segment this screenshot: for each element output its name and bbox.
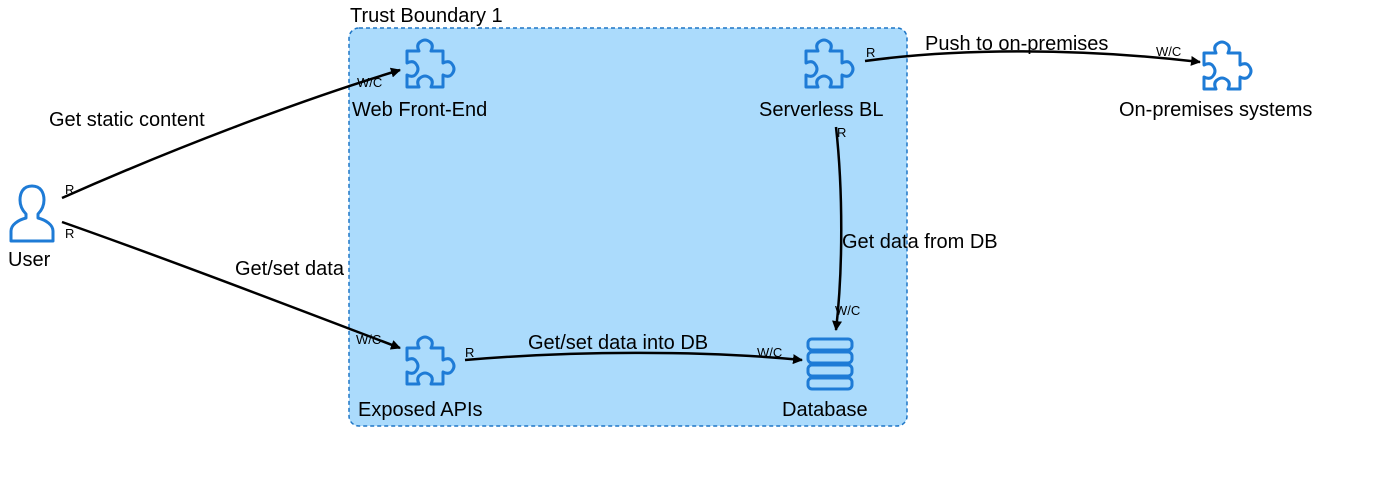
serverless-bl-label: Serverless BL bbox=[759, 99, 884, 121]
serverless-bl-node[interactable]: Serverless BL bbox=[759, 38, 884, 121]
user-node[interactable]: User bbox=[8, 184, 55, 271]
flow-static-label: Get static content bbox=[49, 109, 205, 131]
flow-getdb-label: Get data from DB bbox=[842, 231, 998, 253]
flow-push-dst: W/C bbox=[1156, 44, 1181, 59]
exposed-apis-label: Exposed APIs bbox=[358, 399, 483, 421]
flow-setdb-src: R bbox=[465, 345, 474, 360]
flow-getdb-line[interactable] bbox=[832, 126, 843, 331]
flow-static-line[interactable] bbox=[61, 67, 401, 200]
flow-setdb-dst: W/C bbox=[757, 345, 782, 360]
web-front-end-node[interactable]: Web Front-End bbox=[352, 38, 487, 121]
flow-getdb-src: R bbox=[837, 125, 846, 140]
flow-push-line[interactable] bbox=[864, 50, 1201, 66]
flow-setdb-label: Get/set data into DB bbox=[528, 332, 708, 354]
web-front-end-label: Web Front-End bbox=[352, 99, 487, 121]
on-premises-systems-label: On-premises systems bbox=[1119, 99, 1312, 121]
flow-static-src: R bbox=[65, 182, 74, 197]
flow-setdb-line[interactable] bbox=[464, 351, 803, 365]
flow-static-dst: W/C bbox=[357, 75, 382, 90]
user-icon bbox=[9, 184, 55, 243]
trust-boundary bbox=[348, 27, 908, 427]
flow-getset-src: R bbox=[65, 226, 74, 241]
on-premises-systems-node[interactable]: On-premises systems bbox=[1119, 40, 1312, 121]
flow-push-src: R bbox=[866, 45, 875, 60]
flow-push-label: Push to on-premises bbox=[925, 33, 1108, 55]
flow-getset-line[interactable] bbox=[61, 220, 401, 350]
trust-boundary-title: Trust Boundary 1 bbox=[350, 5, 503, 27]
user-label: User bbox=[8, 249, 51, 271]
database-label: Database bbox=[782, 399, 868, 421]
on-premises-puzzle-icon bbox=[1202, 40, 1253, 91]
exposed-apis-node[interactable]: Exposed APIs bbox=[358, 335, 483, 421]
database-node[interactable]: Database bbox=[782, 337, 868, 421]
database-icon bbox=[806, 337, 854, 391]
flow-getdb-dst: W/C bbox=[835, 303, 860, 318]
flow-getset-dst: W/C bbox=[356, 332, 381, 347]
flow-getset-label: Get/set data bbox=[235, 258, 345, 280]
